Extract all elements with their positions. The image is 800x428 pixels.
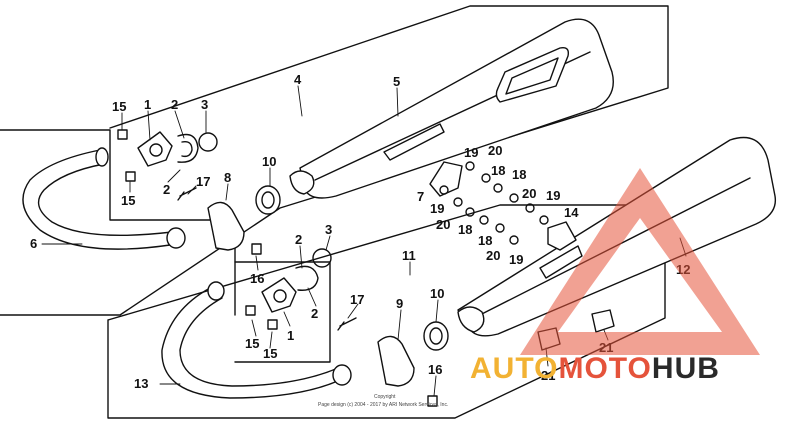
callout-15a: 15: [112, 99, 126, 114]
upper-nut-15b: [125, 171, 136, 182]
lower-bolt-17: [337, 317, 357, 331]
callout-21a: 21: [541, 368, 555, 383]
callout-13: 13: [134, 376, 148, 391]
callout-15c: 15: [245, 336, 259, 351]
lower-spacer-16: [427, 395, 438, 407]
callout-14: 14: [564, 205, 579, 220]
callout-1b: 1: [287, 328, 294, 343]
callout-2b: 2: [163, 182, 170, 197]
callout-20c: 20: [436, 217, 450, 232]
upper-assembly-frame: [0, 5, 669, 316]
callout-labels: 15 1 2 3 4 5 15 2 17 8 10 6 16 2 3 2 15 …: [30, 72, 690, 391]
callout-15b: 15: [121, 193, 135, 208]
callout-11: 11: [402, 248, 416, 263]
callout-18c: 18: [458, 222, 472, 237]
callout-18a: 18: [491, 163, 505, 178]
callout-9: 9: [396, 296, 403, 311]
mount-rubber-21b: [591, 309, 615, 333]
callout-8: 8: [224, 170, 231, 185]
callout-19c: 19: [430, 201, 444, 216]
callout-2a: 2: [171, 97, 178, 112]
upper-bolt-17: [177, 187, 197, 201]
upper-ring-3: [198, 132, 218, 152]
lower-clamp-frame: [234, 261, 331, 363]
leader-lines: [41, 85, 687, 397]
callout-10b: 10: [430, 286, 444, 301]
callout-20b: 20: [522, 186, 536, 201]
lower-collar-10: [423, 321, 449, 351]
callout-5: 5: [393, 74, 400, 89]
lower-nut-15b: [267, 319, 278, 330]
callout-4: 4: [294, 72, 302, 87]
lower-nut-15a: [245, 305, 256, 316]
lower-protector-9: [377, 335, 415, 387]
callout-19b: 19: [546, 188, 560, 203]
watermark-moto: MOTO: [558, 352, 651, 385]
upper-muffler: [289, 18, 614, 199]
callout-17b: 17: [350, 292, 364, 307]
callout-19d: 19: [509, 252, 523, 267]
callout-10a: 10: [262, 154, 276, 169]
upper-protector-8: [207, 201, 245, 251]
upper-exhaust-pipe: [22, 147, 186, 250]
callout-16a: 16: [250, 271, 264, 286]
callout-19a: 19: [464, 145, 478, 160]
callout-2d: 2: [311, 306, 318, 321]
lower-ring-3: [312, 248, 332, 268]
upper-flange-1: [137, 131, 173, 167]
callout-17a: 17: [196, 174, 210, 189]
bracket-7: [429, 161, 463, 197]
copyright-heading: Copyright: [374, 394, 396, 400]
callout-7: 7: [417, 189, 424, 204]
callout-2c: 2: [295, 232, 302, 247]
copyright-line: Page design (c) 2004 - 2017 by ARI Netwo…: [318, 402, 448, 408]
callout-3a: 3: [201, 97, 208, 112]
hardware-cluster: [439, 161, 549, 245]
callout-16b: 16: [428, 362, 442, 377]
upper-gasket-2: [177, 133, 199, 163]
upper-spacer-16: [251, 243, 262, 255]
callout-3b: 3: [325, 222, 332, 237]
lower-exhaust-pipe: [161, 281, 352, 399]
watermark-triangle: [520, 168, 760, 355]
watermark-auto: AUTO: [470, 352, 558, 385]
lower-gasket-2: [295, 265, 319, 291]
callout-20d: 20: [486, 248, 500, 263]
upper-collar-10: [255, 185, 281, 215]
callout-18d: 18: [478, 233, 492, 248]
callout-20a: 20: [488, 143, 502, 158]
callout-6: 6: [30, 236, 37, 251]
upper-nut-15a: [117, 129, 128, 140]
watermark-text: AUTOMOTOHUB: [470, 352, 720, 385]
callout-1a: 1: [144, 97, 151, 112]
watermark-logo: [520, 168, 760, 355]
lower-flange-1: [261, 277, 297, 313]
watermark-hub: HUB: [652, 352, 720, 385]
callout-18b: 18: [512, 167, 526, 182]
upper-pipe-frame: [0, 129, 236, 316]
callout-15d: 15: [263, 346, 277, 361]
lower-assembly-frame: [107, 204, 666, 419]
bracket-14: [547, 221, 577, 251]
